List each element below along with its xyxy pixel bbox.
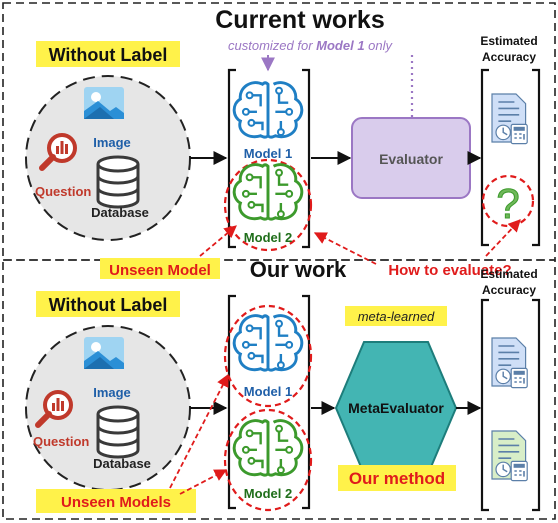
model-bracket-left-bottom — [227, 294, 236, 510]
unseen-model-label: Unseen Model — [109, 262, 211, 279]
meta-evaluator-label: MetaEvaluator — [348, 400, 444, 416]
customized-note: customized for Model 1 only — [228, 38, 394, 53]
meta-learned-highlight — [345, 306, 447, 326]
without-label-highlight-bottom — [36, 291, 180, 317]
database-label-top: Database — [91, 205, 149, 220]
model1-brain-icon-bottom — [232, 314, 304, 372]
our-method-label: Our method — [349, 469, 445, 488]
document-calculator-icon-green — [491, 430, 529, 482]
without-label-bottom: Without Label — [49, 295, 168, 315]
unseen-models-highlight — [36, 489, 196, 513]
model1-brain-icon-top — [232, 81, 304, 139]
model1-label-top: Model 1 — [244, 146, 292, 161]
unseen-models-label: Unseen Models — [61, 494, 171, 511]
accuracy-label-top: Accuracy — [482, 50, 536, 64]
image-label-top: Image — [93, 135, 131, 150]
image-label-bottom: Image — [93, 385, 131, 400]
unseen-model1-circle — [223, 304, 313, 408]
evaluator-label: Evaluator — [379, 151, 443, 167]
model2-label-top: Model 2 — [244, 230, 292, 245]
database-icon-bottom — [96, 405, 140, 459]
image-icon — [84, 87, 124, 119]
without-label-top: Without Label — [49, 45, 168, 65]
model-bracket-left-top — [227, 68, 236, 249]
document-calculator-icon-blue — [491, 337, 529, 389]
image-icon-bottom — [84, 337, 124, 369]
without-label-highlight — [36, 41, 180, 67]
document-calculator-icon — [491, 93, 529, 145]
estimated-label-top: Estimated — [480, 34, 537, 48]
accuracy-label-bottom: Accuracy — [482, 283, 536, 297]
model-bracket-right-bottom — [302, 294, 311, 510]
unknown-accuracy-circle — [481, 174, 535, 228]
model1-label-bottom: Model 1 — [244, 384, 292, 399]
model2-label-bottom: Model 2 — [244, 486, 292, 501]
our-work-title: Our work — [250, 257, 347, 282]
how-to-evaluate-label: How to evaluate? — [388, 262, 511, 279]
question-label-top: Question — [35, 184, 91, 199]
output-bracket-right-bottom — [532, 298, 541, 512]
output-bracket-left-top — [480, 68, 489, 247]
current-works-title: Current works — [215, 6, 384, 34]
our-method-highlight — [338, 465, 456, 491]
model2-brain-icon-bottom — [232, 419, 304, 477]
model-bracket-right-top — [302, 68, 311, 249]
our-work-frame — [2, 259, 556, 520]
database-label-bottom: Database — [93, 456, 151, 471]
question-mark-icon: ? — [496, 180, 519, 227]
database-icon — [96, 155, 140, 209]
meta-learned-label: meta-learned — [358, 309, 435, 324]
model2-brain-icon-top — [232, 163, 304, 221]
output-bracket-right-top — [532, 68, 541, 247]
unseen-model-circle-top — [223, 158, 313, 252]
question-label-bottom: Question — [33, 434, 89, 449]
unseen-model2-circle — [223, 408, 313, 512]
estimated-label-bottom: Estimated — [480, 267, 537, 281]
output-bracket-left-bottom — [480, 298, 489, 512]
unseen-model-highlight — [100, 258, 220, 279]
